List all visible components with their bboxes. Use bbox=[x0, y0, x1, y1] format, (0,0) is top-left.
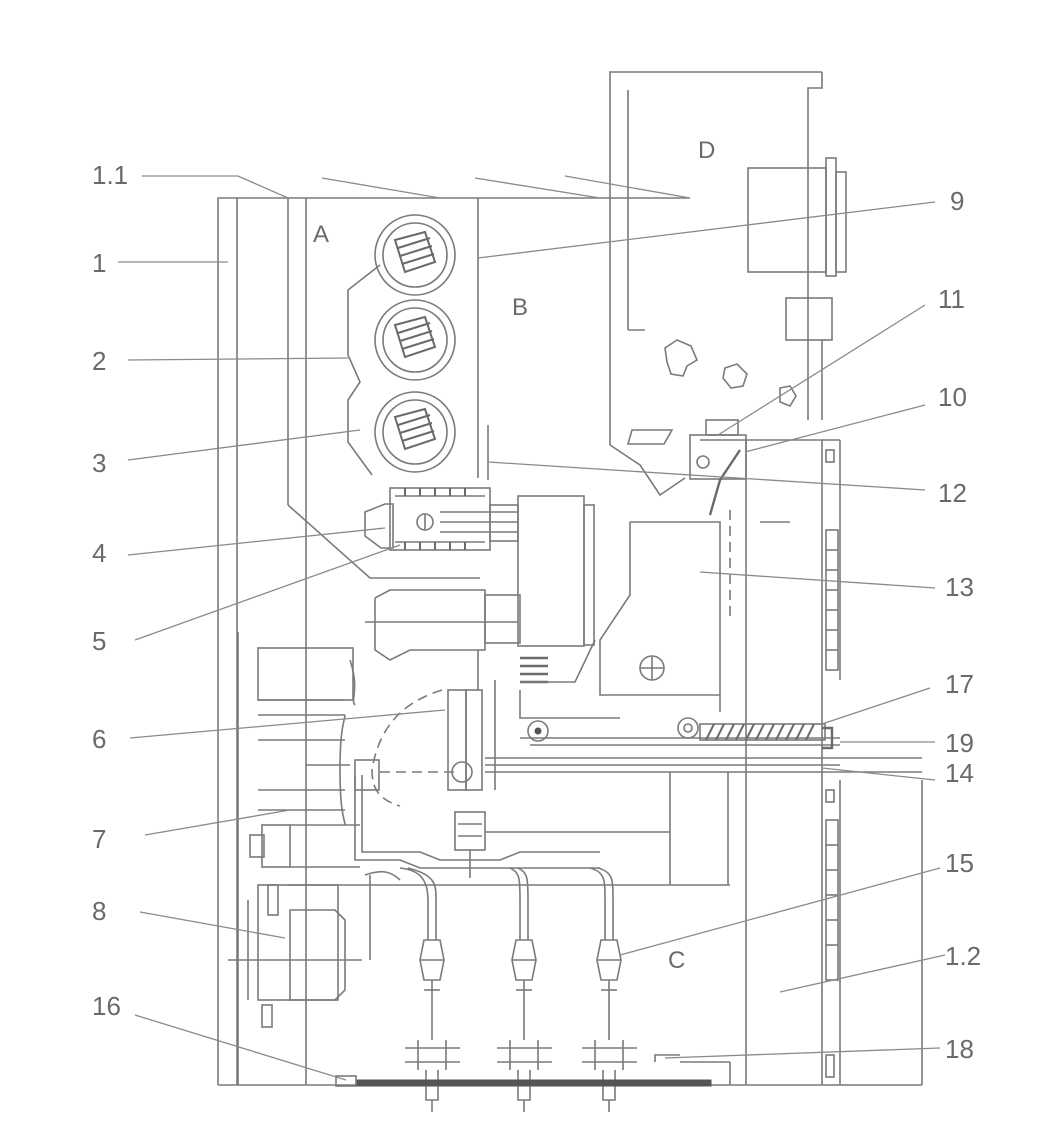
label-1-2: 1.2 bbox=[945, 941, 981, 971]
label-1: 1 bbox=[92, 248, 106, 278]
label-4: 4 bbox=[92, 538, 106, 568]
mechanism-housing bbox=[599, 439, 840, 1085]
bushing-contact-assembly bbox=[364, 487, 519, 551]
zone-labels: A B C D bbox=[313, 137, 715, 974]
earthing-switch bbox=[306, 650, 496, 807]
label-5: 5 bbox=[92, 626, 106, 656]
label-11: 11 bbox=[938, 284, 965, 314]
label-18: 18 bbox=[945, 1034, 974, 1064]
label-1-1: 1.1 bbox=[92, 160, 128, 190]
label-13: 13 bbox=[945, 572, 974, 602]
cabinet-frame bbox=[217, 197, 922, 1086]
right-side-panels bbox=[825, 440, 923, 1085]
breaker-spring-coils bbox=[520, 656, 548, 684]
truck-rails bbox=[485, 717, 922, 885]
label-15: 15 bbox=[945, 848, 974, 878]
callout-labels: 1.1 1 2 3 4 5 6 7 8 16 9 11 10 12 13 17 … bbox=[92, 160, 981, 1064]
label-17: 17 bbox=[945, 669, 974, 699]
zone-b: B bbox=[512, 294, 528, 321]
label-2: 2 bbox=[92, 346, 106, 376]
base-plate bbox=[335, 1054, 731, 1087]
busbar-group bbox=[347, 214, 456, 476]
zone-a: A bbox=[313, 221, 329, 248]
label-3: 3 bbox=[92, 448, 106, 478]
busbar-hatching bbox=[393, 230, 437, 451]
label-8: 8 bbox=[92, 896, 106, 926]
zone-d: D bbox=[698, 137, 715, 164]
label-7: 7 bbox=[92, 824, 106, 854]
label-9: 9 bbox=[950, 186, 964, 216]
label-16: 16 bbox=[92, 991, 121, 1021]
zone-c: C bbox=[668, 947, 685, 974]
rail-spring-hatch bbox=[705, 723, 815, 741]
cable-terminal-3 bbox=[582, 939, 637, 1112]
low-voltage-compartment-d bbox=[609, 71, 847, 497]
label-12: 12 bbox=[938, 478, 967, 508]
label-14: 14 bbox=[945, 758, 974, 788]
interlock-assembly bbox=[487, 419, 747, 516]
current-transformer-area bbox=[237, 632, 360, 1085]
cable-terminal-2 bbox=[497, 939, 552, 1112]
circuit-breaker-unit bbox=[365, 495, 620, 719]
label-19: 19 bbox=[945, 728, 974, 758]
label-10: 10 bbox=[938, 382, 967, 412]
leader-lines bbox=[118, 175, 946, 1081]
voltage-transformer bbox=[228, 884, 362, 1028]
label-6: 6 bbox=[92, 724, 106, 754]
